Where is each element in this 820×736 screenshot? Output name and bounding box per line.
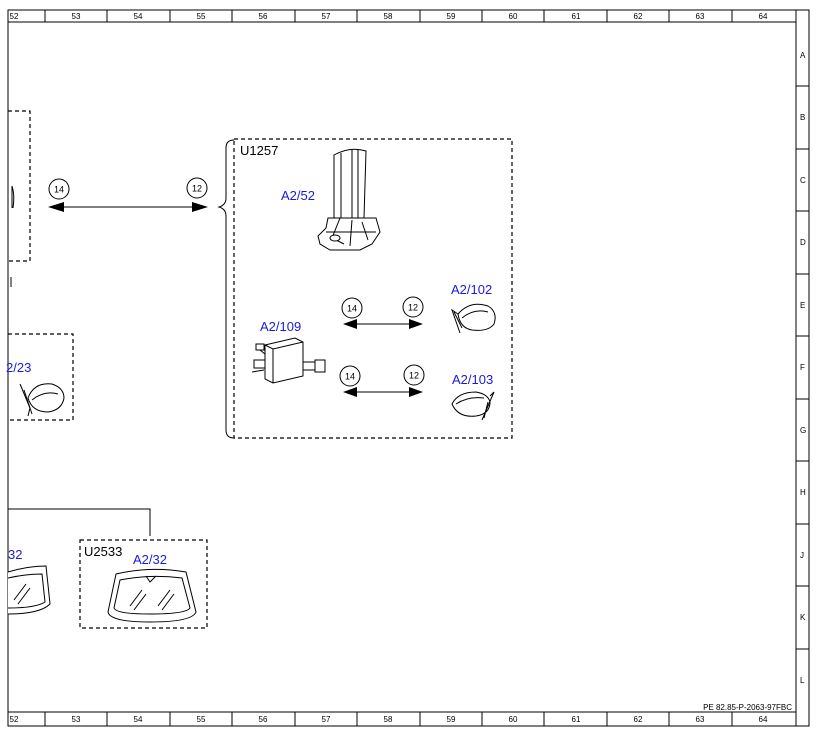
left-partial-group-bottom[interactable]: 32 xyxy=(7,547,51,615)
component-a2-32-label: A2/32 xyxy=(133,552,167,567)
partial-component-label: 2/23 xyxy=(6,360,31,375)
col-label: 58 xyxy=(384,12,393,21)
arrowhead-left-icon xyxy=(48,202,64,212)
col-label: 53 xyxy=(72,12,81,21)
column-labels-bottom: 52 53 54 55 56 57 58 59 60 61 62 63 64 xyxy=(10,715,768,724)
connector-pin-circle xyxy=(403,364,425,386)
col-label: 61 xyxy=(572,715,581,724)
column-labels-top: 52 53 54 55 56 57 58 59 60 61 62 63 64 xyxy=(10,12,768,21)
col-label: 58 xyxy=(384,715,393,724)
col-label: 56 xyxy=(259,12,268,21)
left-partial-group-top[interactable] xyxy=(8,110,31,287)
antenna-module-icon xyxy=(317,148,381,251)
arrowhead-left-icon xyxy=(343,319,357,329)
col-label: 59 xyxy=(447,715,456,724)
group-u1257-border xyxy=(233,138,513,439)
col-label: 64 xyxy=(759,715,768,724)
col-label: 57 xyxy=(322,12,331,21)
connector-pin-circle xyxy=(402,296,424,318)
left-partial-group-middle[interactable]: 2/23 xyxy=(6,333,74,421)
connector-pin-circle xyxy=(339,365,361,387)
col-label: 62 xyxy=(634,12,643,21)
connector-pin-circle xyxy=(341,297,363,319)
col-label: 61 xyxy=(572,12,581,21)
group-u2533-label: U2533 xyxy=(84,544,122,559)
row-label: E xyxy=(800,301,805,310)
windshield-icon xyxy=(107,568,197,623)
group-u1257-label: U1257 xyxy=(240,143,278,158)
col-label: 57 xyxy=(322,715,331,724)
group-u2533-border xyxy=(79,539,208,629)
col-label: 55 xyxy=(197,715,206,724)
col-label: 60 xyxy=(509,715,518,724)
row-label: C xyxy=(800,176,806,185)
col-label: 63 xyxy=(696,715,705,724)
component-a2-52[interactable]: A2/52 xyxy=(281,148,381,251)
column-dividers xyxy=(44,10,733,726)
arrowhead-left-icon xyxy=(343,387,357,397)
component-a2-102-label: A2/102 xyxy=(451,282,492,297)
connector-pin-circle xyxy=(48,178,70,200)
document-reference: PE 82.85-P-2063-97FBC xyxy=(703,703,792,712)
windshield-icon xyxy=(7,565,51,615)
control-module-icon xyxy=(251,337,326,384)
row-label: K xyxy=(800,613,806,622)
col-label: 64 xyxy=(759,12,768,21)
col-label: 62 xyxy=(634,715,643,724)
row-dividers xyxy=(796,85,809,650)
side-mirror-icon xyxy=(451,391,495,421)
col-label: 53 xyxy=(72,715,81,724)
group-u2533[interactable]: U2533 A2/32 xyxy=(79,539,208,629)
connector-pin-circle xyxy=(186,177,208,199)
lower-connector-link[interactable]: 14 12 xyxy=(339,364,425,397)
group-u1257[interactable]: U1257 xyxy=(233,138,513,439)
component-a2-109-label: A2/109 xyxy=(260,319,301,334)
connector-pin-label: 14 xyxy=(345,372,355,382)
col-label: 52 xyxy=(10,12,19,21)
col-label: 52 xyxy=(10,715,19,724)
upper-connector-link[interactable]: 14 12 xyxy=(341,296,424,329)
col-label: 54 xyxy=(134,715,143,724)
side-mirror-icon xyxy=(19,383,65,417)
row-label: A xyxy=(800,51,806,60)
arrowhead-right-icon xyxy=(192,202,208,212)
side-mirror-icon xyxy=(451,303,496,334)
partial-component-label: 32 xyxy=(8,547,22,562)
col-label: 54 xyxy=(134,12,143,21)
row-labels: A B C D E F G H J K L xyxy=(800,51,806,685)
component-a2-103-label: A2/103 xyxy=(452,372,493,387)
row-label: G xyxy=(800,426,806,435)
connector-pin-label: 14 xyxy=(347,304,357,314)
component-a2-109[interactable]: A2/109 xyxy=(251,319,326,384)
col-label: 60 xyxy=(509,12,518,21)
group-brace xyxy=(217,139,235,439)
connector-pin-label: 12 xyxy=(192,184,202,194)
col-label: 56 xyxy=(259,715,268,724)
row-label: F xyxy=(800,363,805,372)
connector-pin-label: 12 xyxy=(408,303,418,313)
row-label: J xyxy=(800,551,804,560)
component-a2-52-label: A2/52 xyxy=(281,188,315,203)
component-a2-102[interactable]: A2/102 xyxy=(451,282,496,334)
connector-pin-label: 14 xyxy=(54,185,64,195)
connector-pin-label: 12 xyxy=(409,371,419,381)
arrowhead-right-icon xyxy=(409,387,423,397)
row-label: D xyxy=(800,238,806,247)
group-connection-line xyxy=(8,508,151,536)
row-label: B xyxy=(800,113,805,122)
component-a2-103[interactable]: A2/103 xyxy=(451,372,495,421)
col-label: 55 xyxy=(197,12,206,21)
row-label: H xyxy=(800,488,806,497)
col-label: 59 xyxy=(447,12,456,21)
left-connector-link[interactable]: 14 12 xyxy=(48,177,208,212)
col-label: 63 xyxy=(696,12,705,21)
arrowhead-right-icon xyxy=(409,319,423,329)
sheet-border xyxy=(7,9,810,727)
row-label: L xyxy=(800,676,805,685)
